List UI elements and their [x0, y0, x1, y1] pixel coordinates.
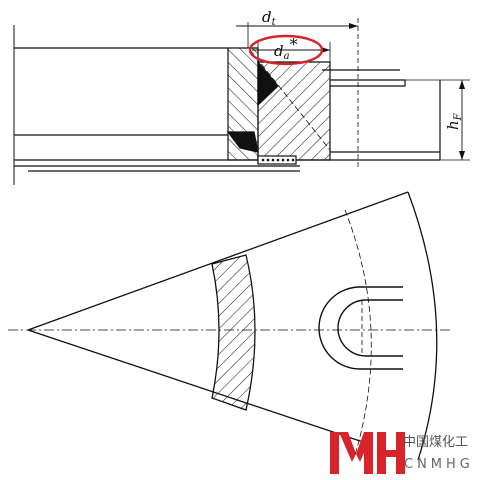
gasket-dots — [261, 158, 295, 162]
bolt-slot — [318, 286, 403, 370]
sector-upper-edge — [27, 191, 409, 331]
dt-label: dt — [262, 8, 277, 28]
watermark-en: CNMHG — [404, 457, 474, 472]
section-view — [13, 18, 470, 185]
dt-arrow — [349, 23, 358, 29]
sector-outer-arc — [407, 191, 438, 461]
bolt-slot-inner — [337, 299, 403, 357]
plan-view — [8, 191, 450, 461]
sector-lower-edge — [27, 329, 373, 446]
flange-step — [330, 79, 406, 87]
highlight-ellipse — [248, 34, 324, 66]
section-diagonal — [249, 49, 331, 151]
seal-top-black — [257, 60, 279, 107]
da-arrow — [321, 47, 330, 53]
hf-label: hF — [444, 112, 464, 130]
watermark-logo — [330, 432, 405, 474]
hf-arrow-bottom — [459, 151, 465, 160]
watermark-cn: 中国煤化工 — [403, 435, 468, 450]
sector-inner-arc — [344, 209, 372, 456]
hf-arrow-top — [459, 80, 465, 89]
da-label: da* — [274, 35, 298, 62]
seal-bottom-black — [226, 131, 259, 153]
ring-band — [211, 254, 256, 411]
